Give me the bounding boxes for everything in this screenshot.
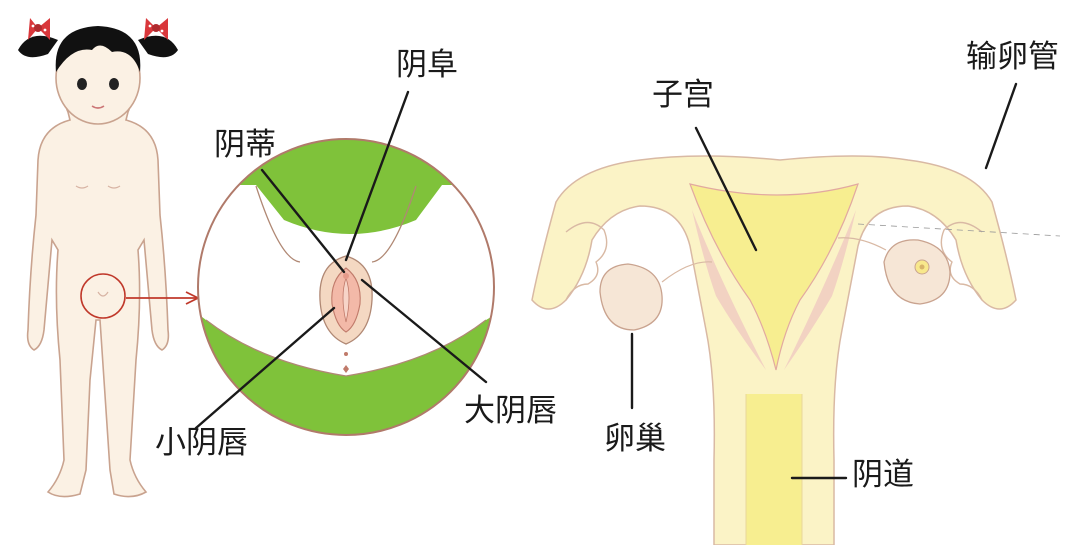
girl-body [28, 90, 169, 497]
girl-pigtail-left [18, 36, 58, 57]
label-labia-minora: 小阴唇 [155, 428, 248, 459]
label-fallopian-tube: 输卵管 [966, 42, 1059, 73]
label-clitoris: 阴蒂 [214, 130, 276, 161]
label-mons-pubis: 阴阜 [396, 50, 458, 81]
label-vagina: 阴道 [852, 460, 914, 491]
girl-eye-right [109, 78, 119, 90]
girl-pigtail-right [138, 36, 178, 57]
ovary-left [600, 264, 662, 330]
pointer-fallopian-tube [986, 84, 1016, 168]
vagina-canal [746, 394, 802, 545]
label-uterus: 子宫 [652, 80, 714, 111]
label-ovary: 卵巢 [604, 424, 666, 455]
girl-eye-left [77, 78, 87, 90]
internal-reproductive-diagram [532, 156, 1060, 545]
label-labia-majora: 大阴唇 [464, 396, 557, 427]
